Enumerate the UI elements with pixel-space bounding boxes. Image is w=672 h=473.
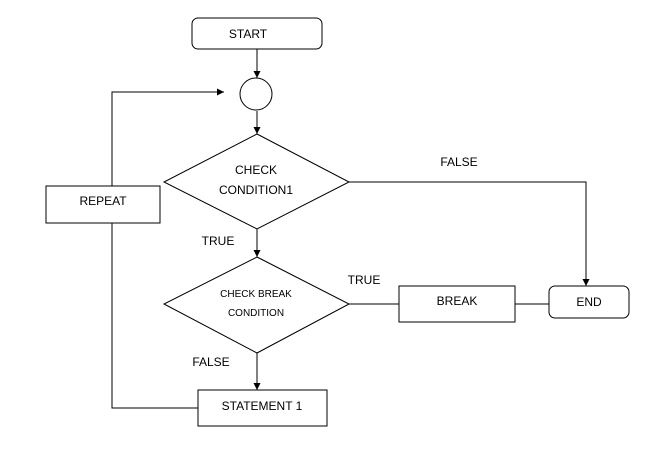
check-break-label-line2: CONDITION — [228, 308, 284, 319]
repeat-node: REPEAT — [45, 185, 161, 224]
condition-false-label: FALSE — [440, 155, 477, 169]
break-true-label: TRUE — [348, 273, 381, 287]
break-false-label: FALSE — [192, 355, 229, 369]
statement-label: STATEMENT 1 — [222, 399, 303, 413]
statement-node: STATEMENT 1 — [197, 389, 328, 427]
check-break-decision: CHECK BREAK CONDITION — [162, 256, 351, 354]
edge-statement-loop-back — [111, 88, 224, 409]
start-node: START — [191, 17, 323, 50]
repeat-label: REPEAT — [79, 194, 127, 208]
check-condition-label-line2: CONDITION1 — [219, 183, 293, 197]
break-label: BREAK — [437, 294, 478, 308]
check-condition-decision: CHECK CONDITION1 — [162, 133, 351, 230]
condition-true-label: TRUE — [202, 234, 235, 248]
end-label: END — [576, 295, 602, 309]
check-condition-label-line1: CHECK — [235, 163, 277, 177]
end-node: END — [548, 285, 630, 319]
break-node: BREAK — [398, 285, 516, 323]
start-label: START — [229, 27, 268, 41]
edge-check-condition-false-to-end — [349, 181, 590, 286]
check-break-label-line1: CHECK BREAK — [220, 289, 292, 300]
junction-circle — [239, 77, 273, 111]
